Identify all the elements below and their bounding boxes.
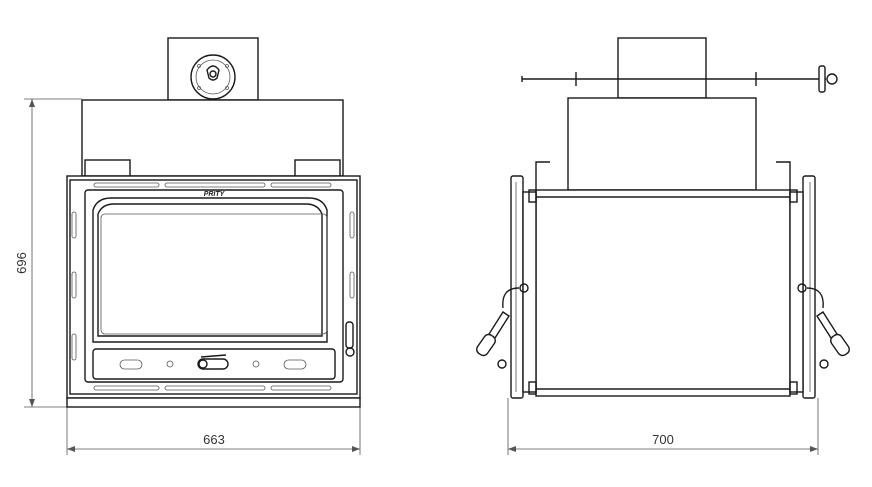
right-bracket (294, 159, 341, 177)
left-handle-icon (476, 283, 529, 369)
side-main-body (535, 189, 791, 397)
height-dimension: 696 (14, 252, 29, 274)
door-glass (100, 213, 328, 335)
door-handle-icon (345, 321, 355, 357)
frame-slots-side (71, 211, 355, 361)
front-frame (66, 175, 361, 399)
door: PRITY (84, 189, 355, 383)
right-side-frame (789, 175, 816, 399)
frame-slots-top (93, 182, 332, 188)
front-view: PRITY (66, 37, 361, 399)
air-control-panel (92, 348, 336, 380)
right-handle-icon (797, 283, 850, 369)
side-dimensions: 700 (507, 398, 819, 455)
side-view (476, 37, 850, 399)
side-width-dimension: 700 (652, 432, 674, 447)
damper-knob-icon (190, 54, 236, 100)
damper-rod-icon (521, 65, 838, 93)
flue-collar (167, 37, 259, 101)
frame-slots-bottom (93, 385, 332, 391)
front-width-dimension: 663 (203, 432, 225, 447)
side-flue-collar (617, 37, 707, 99)
brand-logo: PRITY (204, 191, 226, 198)
front-dimensions: 696 663 (14, 98, 361, 455)
left-bracket (84, 159, 131, 177)
side-upper-body (567, 97, 757, 191)
left-side-frame (510, 175, 537, 399)
